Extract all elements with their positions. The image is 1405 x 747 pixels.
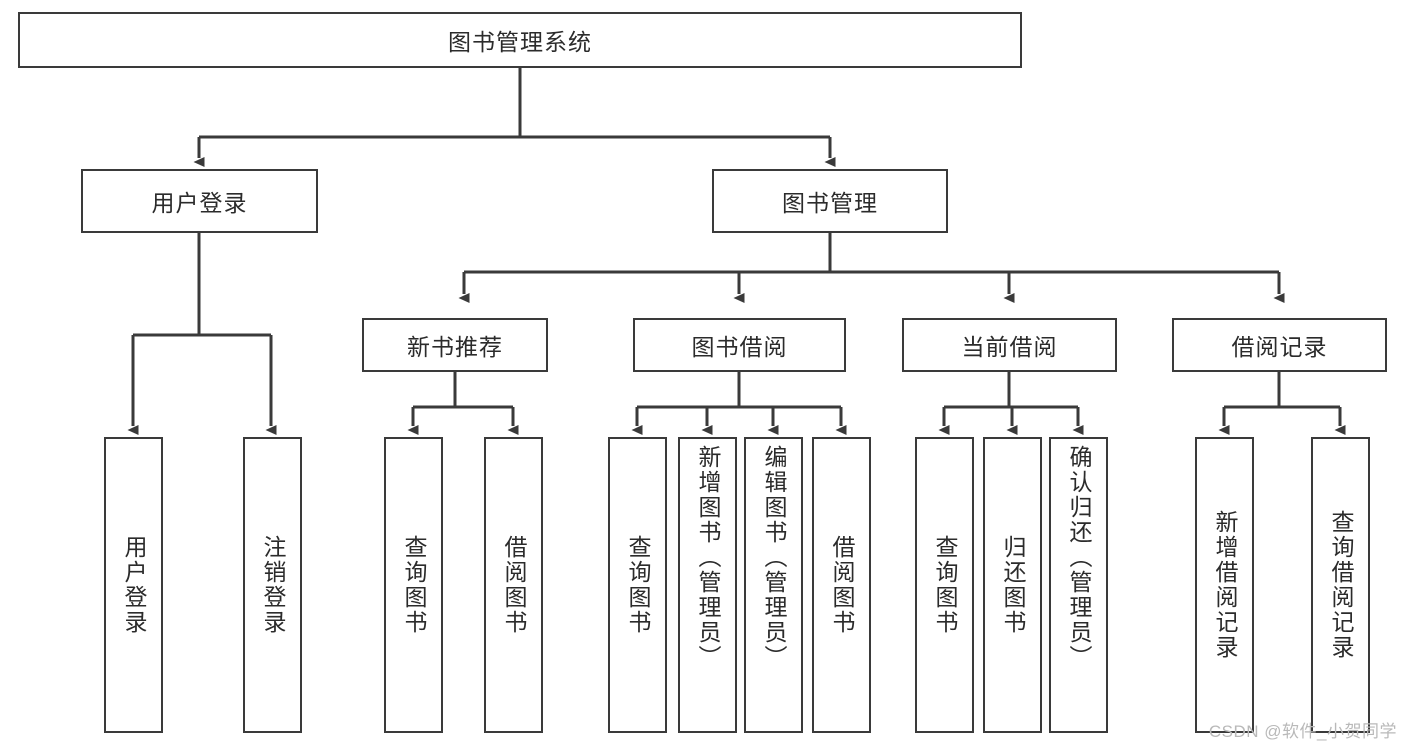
node-root[interactable]: 图书管理系统: [18, 12, 1022, 68]
node-book-borrow-label: 图书借阅: [691, 334, 788, 360]
node-leaf-user-login[interactable]: 用户登录: [104, 437, 163, 733]
node-leaf-add-book[interactable]: 新增图书（管理员）: [678, 437, 737, 733]
node-current-borrow-label: 当前借阅: [961, 334, 1058, 360]
node-leaf-query-book-3[interactable]: 查询图书: [915, 437, 974, 733]
node-leaf-add-record-label: 新增借阅记录: [1212, 510, 1238, 660]
node-user-login-label: 用户登录: [151, 190, 248, 216]
node-leaf-query-book-2[interactable]: 查询图书: [608, 437, 667, 733]
node-new-book-recommend[interactable]: 新书推荐: [362, 318, 548, 372]
node-leaf-borrow-book-2-label: 借阅图书: [829, 535, 855, 635]
node-leaf-borrow-book-1[interactable]: 借阅图书: [484, 437, 543, 733]
node-borrow-record-label: 借阅记录: [1231, 334, 1328, 360]
node-leaf-add-book-label: 新增图书（管理员）: [695, 445, 721, 670]
node-leaf-query-book-1-label: 查询图书: [401, 535, 427, 635]
node-leaf-edit-book-label: 编辑图书（管理员）: [761, 445, 787, 670]
node-leaf-user-logout-label: 注销登录: [260, 535, 286, 635]
csdn-watermark: CSDN @软件_小贺同学: [1208, 722, 1397, 741]
node-leaf-confirm-return-label: 确认归还（管理员）: [1066, 445, 1092, 670]
node-leaf-user-logout[interactable]: 注销登录: [243, 437, 302, 733]
node-leaf-user-login-label: 用户登录: [121, 535, 147, 635]
node-leaf-query-book-3-label: 查询图书: [932, 535, 958, 635]
node-leaf-edit-book[interactable]: 编辑图书（管理员）: [744, 437, 803, 733]
node-leaf-return-book-label: 归还图书: [1000, 535, 1026, 635]
node-root-label: 图书管理系统: [448, 29, 592, 55]
node-leaf-query-record-label: 查询借阅记录: [1328, 510, 1354, 660]
node-new-book-recommend-label: 新书推荐: [407, 334, 503, 360]
node-book-management[interactable]: 图书管理: [712, 169, 948, 233]
node-leaf-add-record[interactable]: 新增借阅记录: [1195, 437, 1254, 733]
node-leaf-query-record[interactable]: 查询借阅记录: [1311, 437, 1370, 733]
node-book-borrow[interactable]: 图书借阅: [633, 318, 846, 372]
node-leaf-borrow-book-1-label: 借阅图书: [501, 535, 527, 635]
node-leaf-borrow-book-2[interactable]: 借阅图书: [812, 437, 871, 733]
node-book-management-label: 图书管理: [782, 190, 878, 216]
node-borrow-record[interactable]: 借阅记录: [1172, 318, 1387, 372]
node-leaf-return-book[interactable]: 归还图书: [983, 437, 1042, 733]
node-leaf-query-book-1[interactable]: 查询图书: [384, 437, 443, 733]
node-user-login[interactable]: 用户登录: [81, 169, 318, 233]
node-current-borrow[interactable]: 当前借阅: [902, 318, 1117, 372]
node-leaf-confirm-return[interactable]: 确认归还（管理员）: [1049, 437, 1108, 733]
node-leaf-query-book-2-label: 查询图书: [625, 535, 651, 635]
